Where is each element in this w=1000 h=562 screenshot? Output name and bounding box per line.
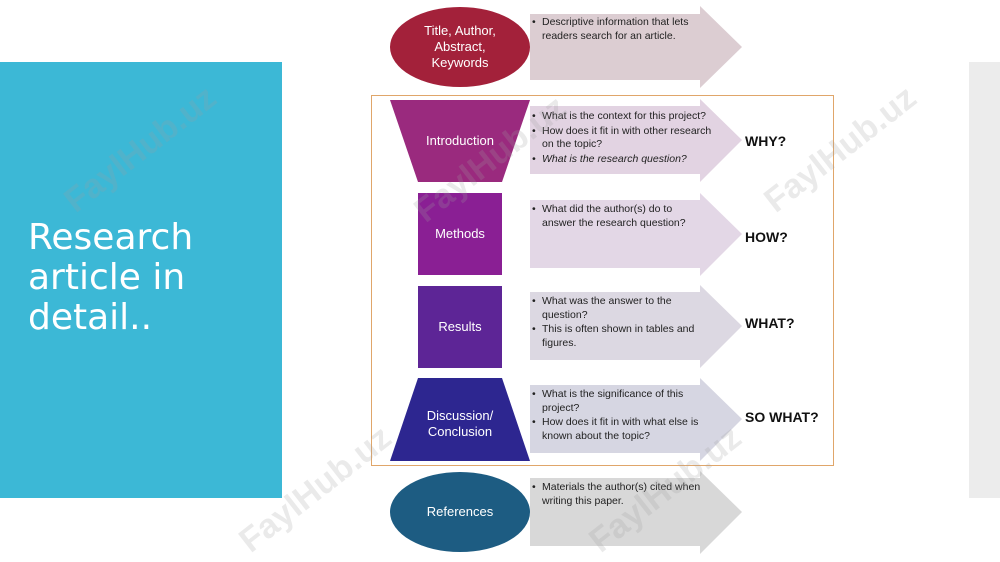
right-decor-strip (969, 62, 1000, 498)
methods-bullet-1: What did the author(s) do to answer the … (532, 203, 692, 230)
results-bullet-1: What was the answer to the question? (532, 295, 700, 322)
header-label-line-1: Title, Author, (424, 23, 496, 38)
references-label: References (426, 504, 494, 519)
references-description: Materials the author(s) cited when writi… (532, 481, 707, 509)
header-label-line-2: Abstract, (434, 39, 486, 54)
discussion-label-line-2: Conclusion (427, 424, 493, 439)
results-box (418, 286, 502, 368)
discussion-bullet-2: How does it fit in with what else is kno… (532, 416, 702, 443)
methods-box (418, 193, 502, 275)
discussion-bullet-1: What is the significance of this project… (532, 388, 702, 415)
introduction-label: Introduction (426, 133, 494, 148)
discussion-label-line-1: Discussion/ (426, 408, 494, 423)
results-bullet-2: This is often shown in tables and figure… (532, 323, 700, 350)
question-why: WHY? (745, 133, 787, 149)
main-body-frame (371, 95, 834, 466)
slide-title: Research article in detail.. (28, 218, 268, 338)
methods-label: Methods (435, 226, 485, 241)
references-ellipse (390, 472, 530, 552)
question-what: WHAT? (745, 315, 795, 331)
results-description: What was the answer to the question? Thi… (532, 295, 700, 351)
header-bullet-1: Descriptive information that lets reader… (532, 16, 700, 43)
discussion-label: Discussion/ Conclusion (392, 404, 528, 444)
methods-description: What did the author(s) do to answer the … (532, 203, 692, 231)
header-label: Title, Author, Abstract, Keywords (392, 17, 528, 77)
discussion-trapezoid (390, 378, 530, 461)
slide-title-line-3: detail.. (28, 297, 153, 338)
introduction-funnel (390, 100, 530, 182)
discussion-description: What is the significance of this project… (532, 388, 702, 444)
header-ellipse (390, 7, 530, 87)
introduction-bullet-1: What is the context for this project? (532, 110, 712, 124)
title-panel (0, 62, 282, 498)
references-bullet-1: Materials the author(s) cited when writi… (532, 481, 707, 508)
question-so-what: SO WHAT? (745, 409, 819, 425)
introduction-bullet-3: What is the research question? (532, 153, 712, 167)
header-label-line-3: Keywords (431, 55, 489, 70)
question-how: HOW? (745, 229, 788, 245)
slide-title-line-2: article in (28, 257, 186, 298)
header-description: Descriptive information that lets reader… (532, 16, 700, 44)
introduction-bullet-2: How does it fit in with other research o… (532, 125, 712, 152)
results-label: Results (438, 319, 482, 334)
slide-title-line-1: Research (28, 217, 194, 258)
introduction-description: What is the context for this project? Ho… (532, 110, 712, 167)
